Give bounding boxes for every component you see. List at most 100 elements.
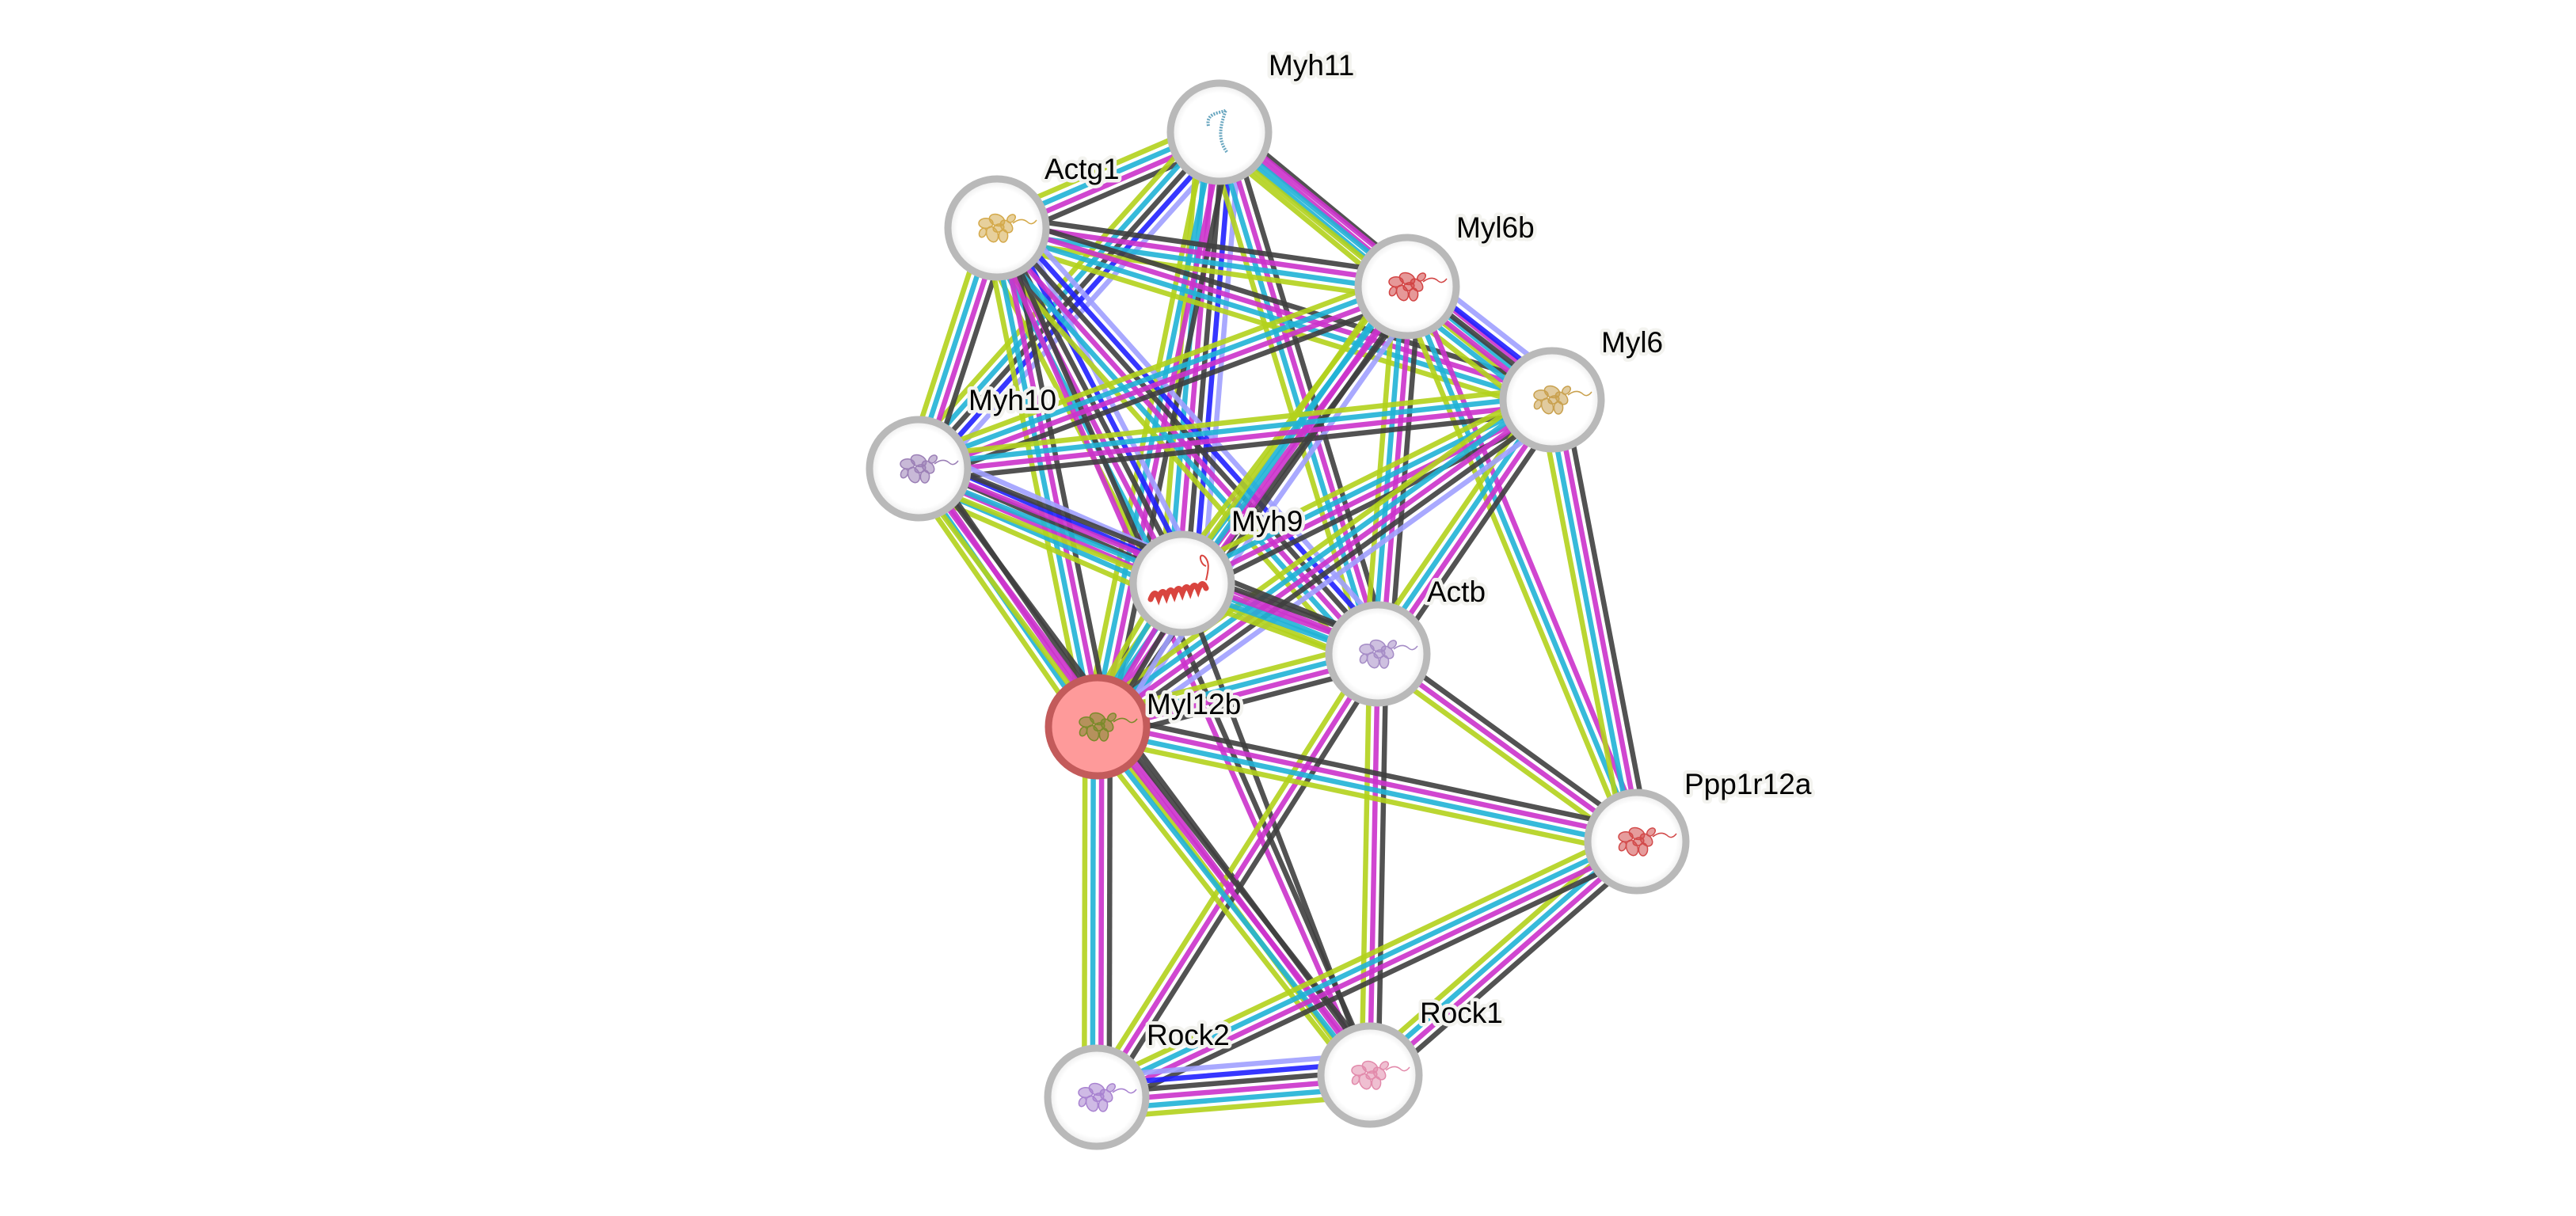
edge-myl6b-myh10[interactable] — [913, 272, 1413, 483]
edge-evidence-experiments — [919, 401, 1553, 476]
edge-ppp1r12a-rock2[interactable] — [1090, 827, 1644, 1112]
node-rock1[interactable] — [1317, 1022, 1423, 1128]
edge-evidence-databases — [1096, 728, 1637, 849]
edge-evidence-experiments — [997, 221, 1554, 399]
node-myl6[interactable] — [1499, 347, 1605, 453]
node-circle[interactable] — [1129, 530, 1235, 636]
edge-evidence-textmining — [1359, 653, 1372, 1075]
node-myh11[interactable] — [1166, 79, 1273, 185]
edge-actb-rock2[interactable] — [1087, 648, 1387, 1104]
edge-evidence-experiments — [991, 228, 1369, 1078]
edge-evidence-databases — [1092, 728, 1369, 1080]
node-circle[interactable] — [1166, 79, 1273, 185]
edge-evidence-databases — [995, 229, 1407, 294]
edge-evidence-textmining — [1365, 391, 1544, 648]
edge-evidence-experiments — [1098, 720, 1638, 841]
edge-evidence-coexpression — [922, 295, 1413, 483]
edge-evidence-experiments — [1094, 652, 1380, 1099]
edge-evidence-experiments — [1376, 652, 1638, 844]
globular-protein-icon — [1078, 1082, 1137, 1112]
edge-evidence-coexpression — [1386, 405, 1565, 663]
edge-evidence-textmining — [906, 474, 1090, 735]
edge-evidence-databases — [916, 280, 1407, 468]
edge-evidence-experiments — [1098, 727, 1105, 1098]
helix-icon — [1147, 554, 1209, 606]
edge-evidence-textmining — [1397, 288, 1632, 846]
edge-evidence-experiments — [998, 226, 1105, 727]
globular-protein-icon — [1079, 712, 1138, 742]
node-myl12b[interactable] — [1044, 674, 1151, 780]
globular-protein-icon — [1533, 385, 1592, 415]
edge-evidence-coexpression — [1381, 644, 1644, 838]
node-label-myh11: Myh11 — [1269, 49, 1354, 82]
edge-myl12b-ppp1r12a[interactable] — [1094, 712, 1640, 857]
edge-myl6-ppp1r12a[interactable] — [1537, 397, 1652, 845]
edge-evidence-coexpression — [1562, 397, 1652, 840]
edge-myl6-myl12b[interactable] — [1086, 384, 1564, 743]
edge-evidence-coexpression — [1376, 849, 1647, 1087]
edge-evidence-coexpression — [1376, 654, 1389, 1076]
edge-evidence-textmining — [1087, 648, 1373, 1095]
edge-evidence-databases — [1090, 390, 1549, 723]
edge-evidence-textmining — [1090, 827, 1633, 1089]
node-myl6b[interactable] — [1354, 234, 1460, 340]
node-rock2[interactable] — [1044, 1044, 1150, 1150]
edge-evidence-textmining — [1094, 736, 1635, 857]
node-label-myl6b: Myl6b — [1456, 211, 1535, 244]
edge-evidence-textmining — [982, 230, 1088, 730]
edge-myl6-myh10[interactable] — [916, 385, 1554, 484]
edge-evidence-coexpression — [1387, 287, 1422, 656]
node-label-ppp1r12a: Ppp1r12a — [1684, 768, 1812, 800]
labels-layer: Myh11Actg1Myl6bMyl6Myh10Myh9ActbMyl12bPp… — [965, 46, 1816, 1055]
coil-fiber-icon — [1206, 108, 1229, 154]
edge-myl12b-rock1[interactable] — [1086, 717, 1382, 1085]
edge-evidence-experiments — [1371, 842, 1642, 1081]
edge-evidence-experiments — [1096, 397, 1554, 729]
node-label-rock2: Rock2 — [1147, 1019, 1230, 1051]
node-label-actb: Actb — [1427, 576, 1486, 608]
globular-protein-icon — [1351, 1060, 1410, 1090]
edge-evidence-databases — [918, 393, 1552, 468]
edge-evidence-textmining — [1086, 732, 1363, 1085]
edge-evidence-textmining — [916, 385, 1551, 459]
node-label-myl6: Myl6 — [1601, 326, 1663, 359]
node-label-rock1: Rock1 — [1420, 997, 1503, 1029]
node-actb[interactable] — [1325, 601, 1431, 707]
edge-evidence-coexpression — [1099, 712, 1640, 832]
edge-evidence-textmining — [1086, 384, 1544, 716]
edge-evidence-coexpression — [1101, 404, 1559, 736]
edge-evidence-databases — [1090, 726, 1096, 1097]
node-myh10[interactable] — [866, 416, 972, 522]
edge-evidence-textmining — [1175, 386, 1548, 575]
edge-evidence-coexpression — [1106, 727, 1113, 1098]
edge-evidence-textmining — [913, 272, 1404, 460]
edge-evidence-databases — [995, 229, 1552, 407]
edge-evidence-experiments — [1097, 842, 1640, 1104]
node-myh9[interactable] — [1129, 530, 1235, 636]
edge-evidence-coexpression — [1101, 850, 1644, 1112]
globular-protein-icon — [1618, 826, 1677, 857]
edge-evidence-experiments — [1220, 130, 1385, 654]
edge-evidence-textmining — [1537, 401, 1627, 845]
node-label-actg1: Actg1 — [1044, 153, 1120, 185]
globular-protein-icon — [1388, 272, 1448, 302]
node-label-myl12b: Myl12b — [1147, 688, 1241, 720]
globular-protein-icon — [900, 454, 959, 484]
edge-actb-rock1[interactable] — [1359, 653, 1389, 1076]
edge-myl12b-rock2[interactable] — [1082, 726, 1113, 1098]
edge-evidence-experiments — [1553, 398, 1644, 842]
node-ppp1r12a[interactable] — [1584, 788, 1690, 895]
edge-evidence-databases — [985, 234, 1371, 664]
edge-evidence-textmining — [995, 238, 1406, 302]
edge-evidence-databases — [1094, 835, 1637, 1096]
edge-evidence-coexpression — [1102, 656, 1387, 1104]
edge-evidence-coexpression — [1105, 717, 1382, 1070]
edge-evidence-homology — [1109, 294, 1423, 738]
edge-evidence-experiments — [1098, 722, 1376, 1074]
edge-evidence-cooccurrence — [1192, 133, 1235, 585]
edge-evidence-coexpression — [919, 409, 1554, 484]
node-actg1[interactable] — [944, 175, 1050, 281]
edge-evidence-homology — [929, 141, 1235, 482]
globular-protein-icon — [1359, 639, 1418, 669]
